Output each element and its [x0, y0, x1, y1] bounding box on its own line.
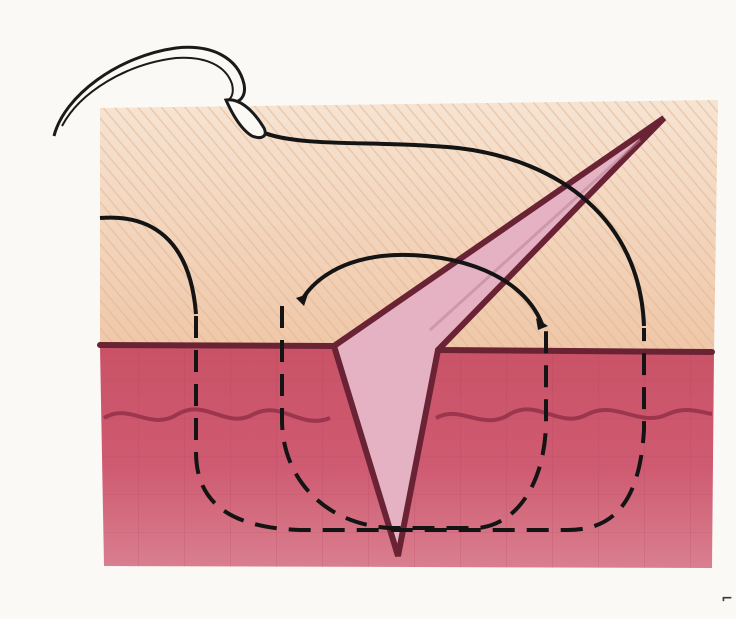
corner-mark-icon: ⌐ — [720, 588, 734, 610]
